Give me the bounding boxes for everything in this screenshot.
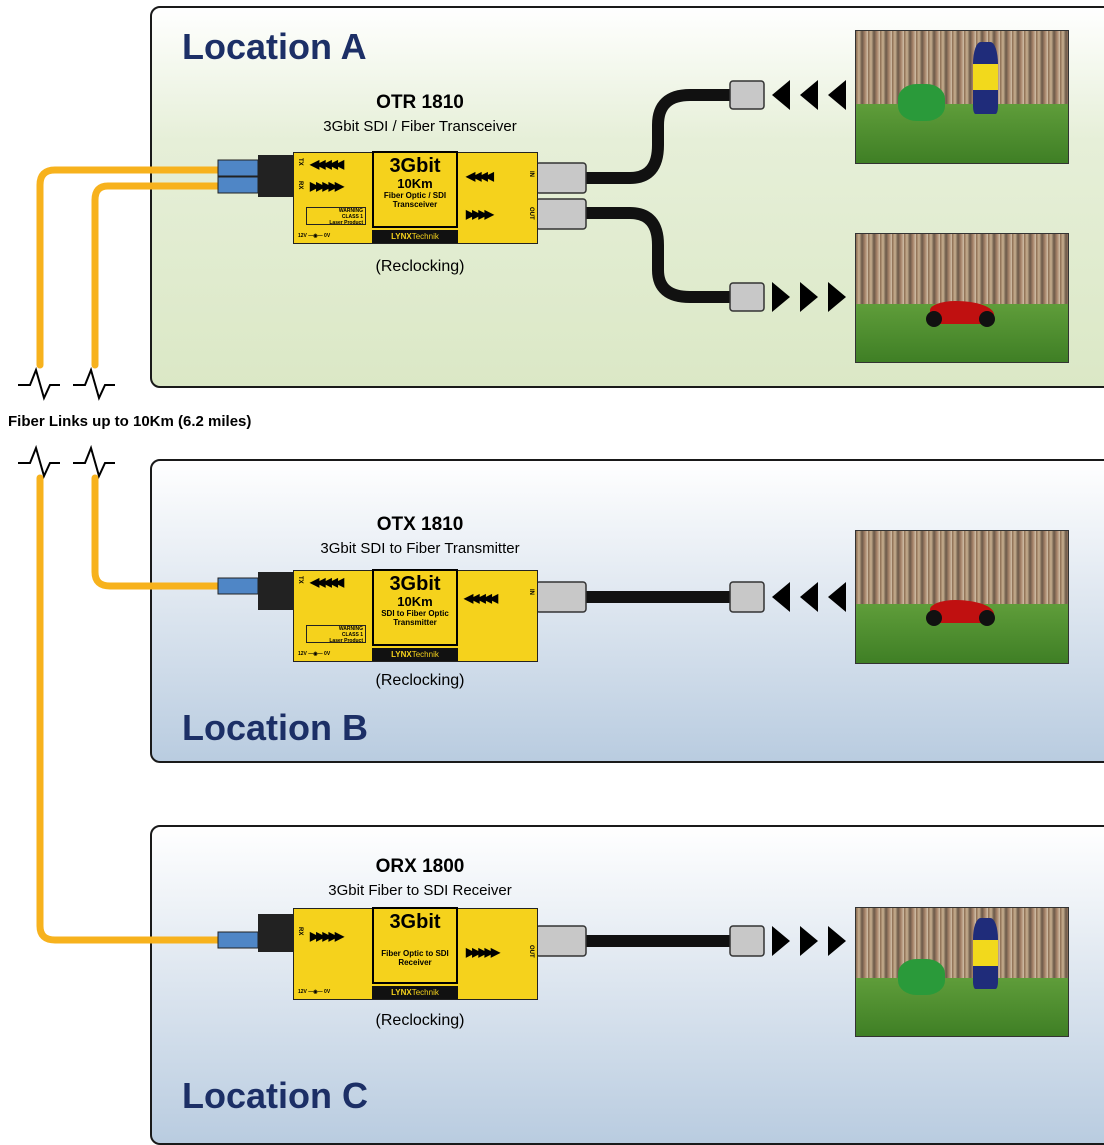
fiber-connector [217, 577, 259, 595]
racecar-screen-b [855, 530, 1069, 664]
rx-label: RX [297, 927, 303, 936]
fiber-connector [217, 176, 259, 194]
out-arrows: ▶▶▶▶ [466, 207, 494, 221]
fiber-links-label: Fiber Links up to 10Km (6.2 miles) [8, 413, 252, 430]
otr-name: OTR 1810 [376, 92, 464, 113]
otr-reclocking: (Reclocking) [375, 258, 465, 275]
power-label: 12V —◉— 0V [298, 651, 331, 657]
in-arrows: ◀◀◀◀◀ [464, 591, 498, 605]
bnc-connector [535, 925, 587, 957]
power-label: 12V —◉— 0V [298, 989, 331, 995]
orx-reclocking: (Reclocking) [375, 1012, 465, 1029]
otx-reclocking: (Reclocking) [375, 672, 465, 689]
in-label: IN [528, 589, 534, 595]
tx-arrows: ◀◀◀◀◀ [310, 157, 344, 171]
tx-arrows: ◀◀◀◀◀ [310, 575, 344, 589]
tx-label: TX [297, 576, 303, 584]
location-b-title: Location B [182, 707, 368, 748]
out-arrows: ▶▶▶▶▶ [466, 945, 500, 959]
soccer-screen-c [855, 907, 1069, 1037]
out-label: OUT [528, 207, 534, 220]
racecar-screen-a [855, 233, 1069, 363]
orx-module: RX ▶▶▶▶▶ 12V —◉— 0V 3Gbit Fiber Optic to… [293, 907, 538, 1000]
rx-arrows: ▶▶▶▶▶ [310, 929, 344, 943]
orx-subtitle: 3Gbit Fiber to SDI Receiver [328, 882, 512, 899]
otx-name: OTX 1810 [376, 514, 464, 535]
out-label: OUT [528, 945, 534, 958]
bnc-connector [729, 925, 765, 957]
bnc-connector [535, 162, 587, 194]
bnc-connector [729, 80, 765, 110]
signal-arrows-out-a [772, 282, 846, 312]
otr-face: 3Gbit 10Km Fiber Optic / SDI Transceiver [372, 151, 458, 229]
power-label: 12V —◉— 0V [298, 233, 331, 239]
fiber-link-1 [36, 166, 224, 369]
soccer-screen-a [855, 30, 1069, 164]
fiber-link-3 [91, 474, 224, 590]
break-symbol-4 [73, 444, 115, 479]
bnc-connector [729, 282, 765, 312]
lynx-brand: LYNXTechnik [372, 230, 458, 243]
break-symbol-2 [73, 366, 115, 401]
fiber-connector [217, 931, 259, 949]
lynx-brand: LYNXTechnik [372, 986, 458, 999]
otr-subtitle: 3Gbit SDI / Fiber Transceiver [323, 118, 517, 135]
otx-subtitle: 3Gbit SDI to Fiber Transmitter [320, 540, 520, 557]
rx-label: RX [297, 181, 303, 190]
rx-arrows: ▶▶▶▶▶ [310, 179, 344, 193]
lynx-brand: LYNXTechnik [372, 648, 458, 661]
coax-otr-in [579, 89, 736, 184]
orx-face: 3Gbit Fiber Optic to SDI Receiver [372, 907, 458, 985]
break-symbol-1 [18, 366, 60, 401]
otx-face: 3Gbit 10Km SDI to Fiber Optic Transmitte… [372, 569, 458, 647]
bnc-connector [729, 581, 765, 613]
fiber-link-4 [36, 474, 224, 944]
orx-name: ORX 1800 [375, 856, 465, 877]
in-arrows: ◀◀◀◀ [466, 169, 494, 183]
signal-arrows-in-b [772, 582, 846, 612]
break-symbol-3 [18, 444, 60, 479]
location-a-title: Location A [182, 26, 367, 67]
signal-arrows-in-a [772, 80, 846, 110]
bnc-connector [535, 198, 587, 230]
tx-label: TX [297, 158, 303, 166]
location-b-panel: Location B [150, 459, 1104, 763]
fiber-connector [217, 159, 259, 177]
bnc-connector [535, 581, 587, 613]
fiber-link-2 [91, 182, 224, 369]
coax-otr-out [579, 207, 736, 303]
location-c-title: Location C [182, 1075, 368, 1116]
in-label: IN [528, 171, 534, 177]
signal-arrows-out-c [772, 926, 846, 956]
